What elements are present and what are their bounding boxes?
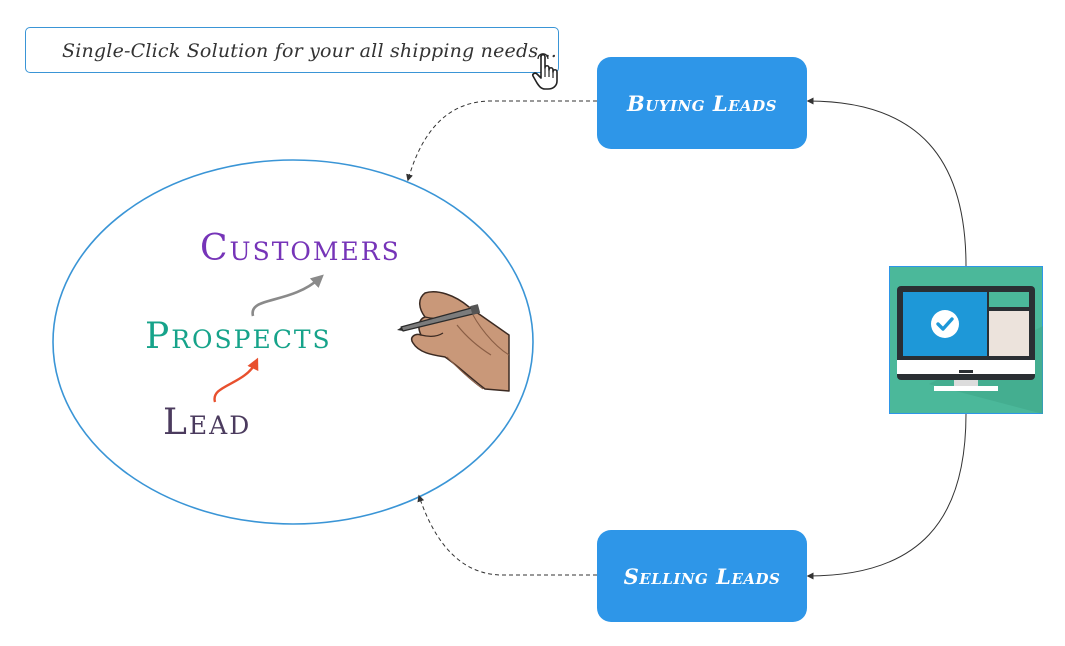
tagline-text: Single-Click Solution for your all shipp… [62,40,558,62]
customers-label: Customers [200,228,401,269]
arrow-lead-to-prospects [213,357,259,403]
hand-pointer-icon [532,53,558,90]
lead-label: Lead [163,402,252,443]
connector-buying-to-funnel [406,100,597,182]
tagline-box[interactable]: Single-Click Solution for your all shipp… [25,27,559,90]
lead-funnel-ellipse [52,159,534,525]
writing-hand-icon [397,291,510,392]
prospects-label: Prospects [145,316,332,357]
arrow-prospects-to-customers [251,274,324,317]
buying-leads-node[interactable]: Buying Leads [597,57,807,149]
connector-computer-to-buying [806,97,967,267]
computer-check-icon [889,266,1043,414]
connector-selling-to-funnel [417,494,597,576]
selling-leads-node[interactable]: Selling Leads [597,530,807,622]
connector-computer-to-selling [806,413,967,580]
selling-leads-label: Selling Leads [623,563,781,589]
buying-leads-label: Buying Leads [626,90,778,116]
